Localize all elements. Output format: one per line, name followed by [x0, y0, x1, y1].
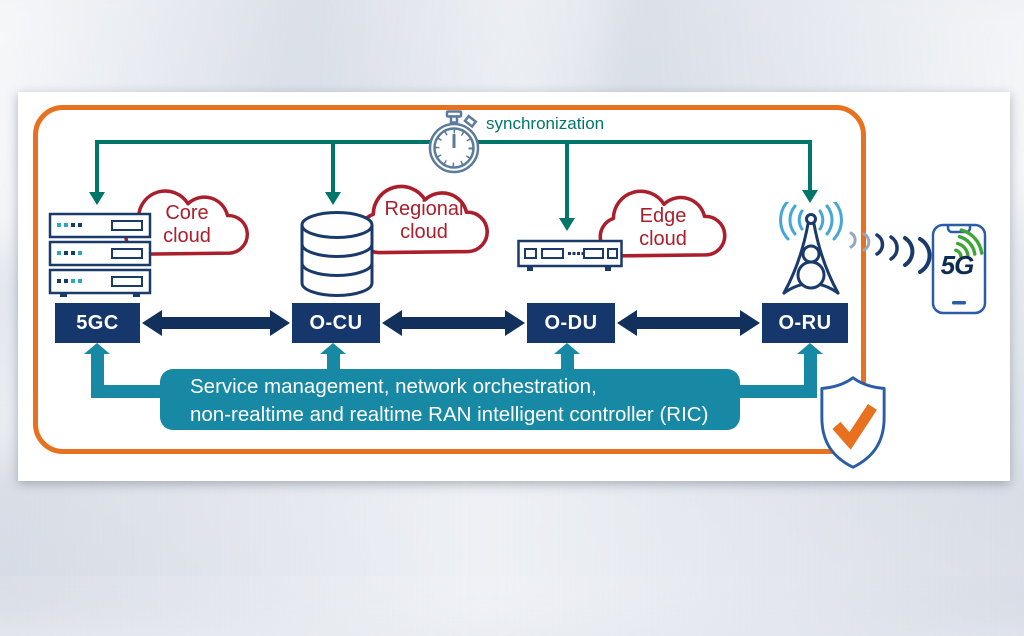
ric-banner: Service management, network orchestratio…: [160, 369, 740, 430]
phone-5g-label: 5G: [940, 250, 975, 280]
sync-label: synchronization: [486, 114, 605, 133]
background-blur-shape: [0, 456, 1024, 636]
arrowhead-right: [740, 310, 760, 336]
orange-border-frame: [33, 105, 866, 454]
cloud-label-line: Regional: [384, 198, 464, 220]
arrowhead-right: [270, 310, 290, 336]
sync-arrowhead: [325, 192, 341, 205]
ric-arrowhead-5gc: [84, 343, 110, 354]
double-arrow-odu-oru: [617, 310, 760, 336]
core-cloud-label: Core cloud: [114, 202, 260, 248]
node-o-cu: O-CU: [292, 303, 380, 343]
node-o-ru: O-RU: [762, 303, 848, 343]
ric-arrowhead-odu: [554, 343, 580, 354]
arrowhead-left: [617, 310, 637, 336]
antenna-tower-icon: [764, 202, 858, 302]
server-stack-icon: [48, 212, 152, 298]
ric-connector-ocu: [327, 354, 340, 371]
edge-cloud-label: Edge cloud: [590, 205, 736, 251]
5g-leaf-icon: [950, 227, 988, 259]
sync-drop-line: [95, 140, 99, 192]
arrowhead-left: [142, 310, 162, 336]
arrow-bar: [398, 317, 509, 329]
cloud-label-line: cloud: [163, 225, 211, 247]
core-cloud: Core cloud: [114, 181, 260, 265]
stopwatch-icon: [428, 110, 480, 174]
node-o-du: O-DU: [527, 303, 615, 343]
cloud-label-line: cloud: [400, 221, 448, 243]
sync-arrowhead: [802, 190, 818, 203]
ric-connector-5gc-elbow: [91, 385, 163, 398]
regional-cloud: Regional cloud: [348, 176, 500, 264]
ric-banner-line1: Service management, network orchestratio…: [190, 375, 597, 398]
shield-check-icon: [817, 373, 889, 472]
arrow-bar: [158, 317, 274, 329]
cloud-label-line: Edge: [639, 205, 687, 227]
sync-drop-line: [565, 140, 569, 218]
ric-connector-odu: [561, 354, 574, 371]
edge-cloud: Edge cloud: [590, 181, 736, 267]
double-arrow-5gc-ocu: [142, 310, 290, 336]
sync-arrowhead: [89, 192, 105, 205]
sync-drop-line: [808, 140, 812, 190]
sync-drop-line: [331, 140, 335, 192]
cloud-label-line: Core: [165, 202, 209, 224]
double-arrow-ocu-odu: [382, 310, 525, 336]
radio-waves-icon: [845, 222, 940, 278]
ric-arrowhead-oru: [797, 343, 823, 354]
arrowhead-right: [505, 310, 525, 336]
network-switch-icon: [517, 235, 623, 275]
node-5gc: 5GC: [55, 303, 140, 343]
sync-arrowhead: [559, 218, 575, 231]
ric-connector-oru-elbow: [738, 385, 817, 398]
regional-cloud-label: Regional cloud: [348, 198, 500, 244]
ric-arrowhead-ocu: [320, 343, 346, 354]
arrow-bar: [633, 317, 744, 329]
ric-banner-line2: non-realtime and realtime RAN intelligen…: [190, 403, 709, 426]
database-icon: [299, 210, 375, 300]
arrowhead-left: [382, 310, 402, 336]
cloud-label-line: cloud: [639, 228, 687, 250]
